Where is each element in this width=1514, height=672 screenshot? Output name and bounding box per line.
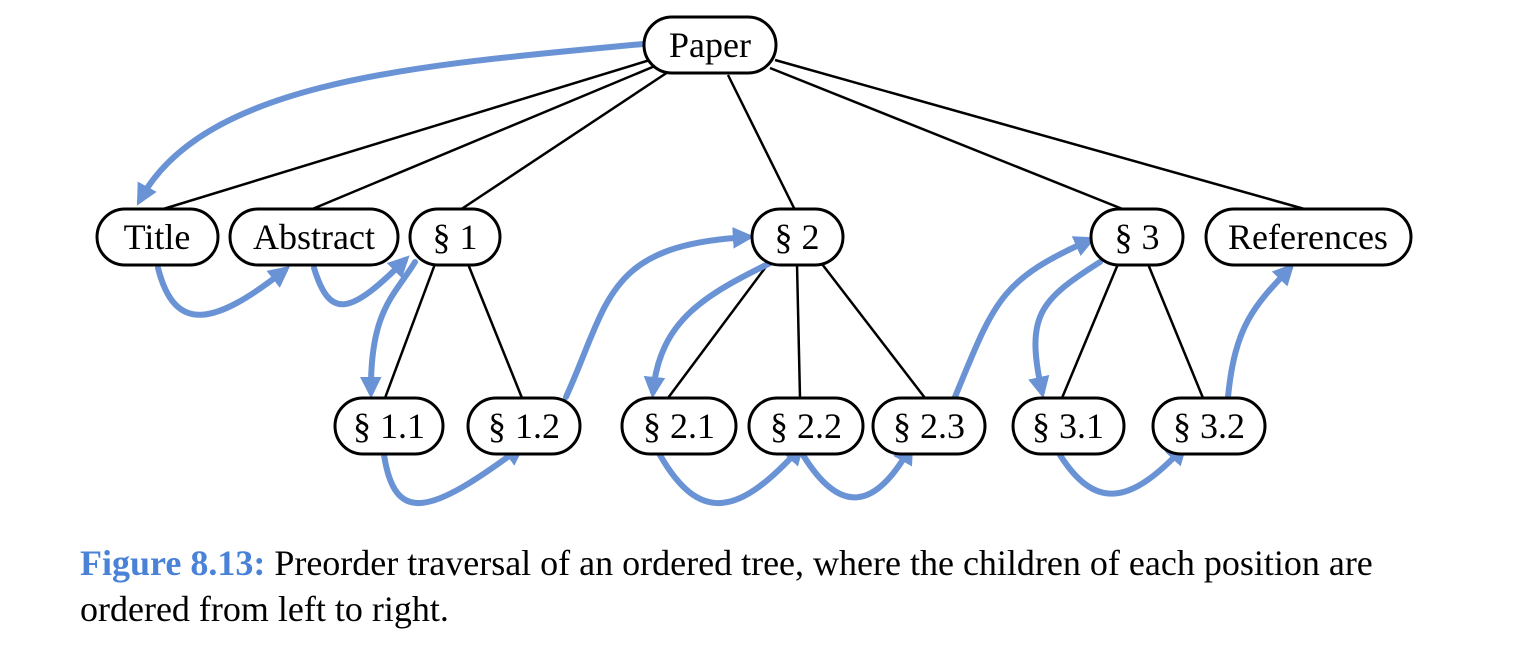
node-s12-label: § 1.2 — [488, 406, 560, 446]
node-s2-label: § 2 — [775, 217, 820, 257]
traversal-arrows — [136, 41, 1295, 507]
edge-s1-s12 — [466, 263, 524, 399]
node-paper-label: Paper — [669, 25, 751, 65]
edge-paper-title — [159, 58, 651, 212]
node-s11: § 1.1 — [333, 396, 445, 456]
node-s11-label: § 1.1 — [353, 406, 425, 446]
edge-paper-abstract — [309, 64, 656, 212]
node-s22: § 2.2 — [747, 396, 865, 456]
traversal-arrow-s21-s22 — [657, 443, 805, 507]
edge-paper-references — [774, 58, 1309, 212]
edge-s3-s32 — [1146, 263, 1205, 399]
traversal-arrow-abstract-s1 — [311, 255, 410, 308]
traversal-arrow-s22-s23 — [800, 442, 914, 501]
traversal-arrow-s3-s31 — [1028, 259, 1103, 399]
node-title-label: Title — [124, 217, 191, 257]
traversal-arrow-s1-s11 — [360, 259, 418, 399]
edge-paper-s1 — [459, 70, 669, 212]
traversal-arrow-s32-references — [1225, 263, 1295, 400]
edge-paper-s2 — [726, 74, 797, 211]
traversal-arrow-s31-s32 — [1057, 443, 1188, 497]
node-s23-label: § 2.3 — [893, 406, 965, 446]
node-s21: § 2.1 — [620, 396, 738, 456]
edge-s1-s11 — [383, 263, 437, 399]
node-title: Title — [95, 207, 220, 267]
node-references: References — [1204, 207, 1413, 267]
node-s31: § 3.1 — [1011, 396, 1126, 456]
figure-caption-label: Figure 8.13: — [80, 543, 266, 583]
node-s21-label: § 2.1 — [643, 406, 715, 446]
tree-edges — [159, 58, 1309, 399]
traversal-arrow-title-abstract — [155, 265, 291, 318]
traversal-arrow-s11-s12 — [381, 444, 526, 507]
tree-nodes: Paper Title Abstract § 1 § 2 § 3 Referen… — [95, 15, 1413, 456]
figure-caption: Figure 8.13: Preorder traversal of an or… — [80, 540, 1440, 632]
traversal-arrow-paper-title — [136, 41, 646, 206]
edge-s2-s21 — [666, 263, 770, 399]
traversal-arrow-s2-s21 — [643, 259, 775, 399]
edge-s2-s23 — [821, 263, 926, 399]
edge-s2-s22 — [795, 263, 802, 399]
node-abstract: Abstract — [228, 207, 400, 267]
node-s31-label: § 3.1 — [1032, 406, 1104, 446]
preorder-tree-diagram: Paper Title Abstract § 1 § 2 § 3 Referen… — [95, 15, 1413, 507]
node-s1-label: § 1 — [433, 217, 478, 257]
node-s3-label: § 3 — [1115, 217, 1160, 257]
node-paper: Paper — [642, 15, 778, 75]
node-s3: § 3 — [1089, 207, 1185, 267]
node-s23: § 2.3 — [871, 396, 987, 456]
traversal-arrow-s23-s3 — [952, 236, 1096, 400]
node-abstract-label: Abstract — [253, 217, 375, 257]
node-s1: § 1 — [408, 207, 502, 267]
figure-caption-text: Preorder traversal of an ordered tree, w… — [80, 543, 1373, 629]
node-s32: § 3.2 — [1151, 396, 1267, 456]
edge-s3-s31 — [1060, 263, 1120, 399]
node-s12: § 1.2 — [466, 396, 582, 456]
node-s2: § 2 — [750, 207, 845, 267]
traversal-arrow-s12-s2 — [563, 227, 755, 400]
node-s22-label: § 2.2 — [770, 406, 842, 446]
edge-paper-s3 — [769, 66, 1126, 212]
node-s32-label: § 3.2 — [1173, 406, 1245, 446]
node-references-label: References — [1228, 217, 1388, 257]
